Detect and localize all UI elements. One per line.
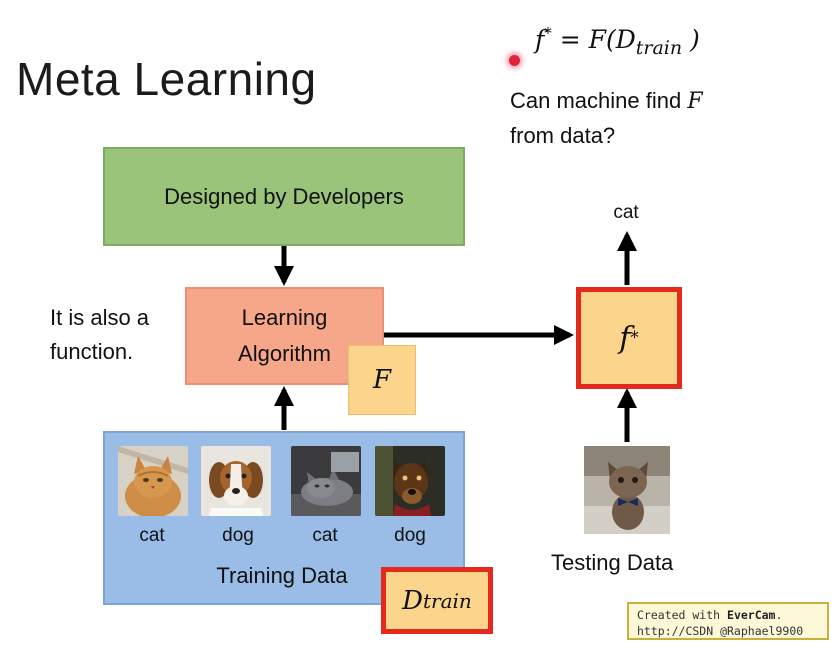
evercam-watermark: Created with EverCam. http://CSDN @Rapha… bbox=[627, 602, 829, 640]
kitten-photo bbox=[584, 446, 670, 534]
learned-function-fstar: f* bbox=[576, 287, 682, 389]
dog-photo bbox=[201, 446, 271, 516]
training-data-title: Training Data bbox=[216, 563, 348, 588]
dog-photo bbox=[375, 446, 445, 516]
training-label: dog bbox=[394, 525, 426, 546]
slide-title: Meta Learning bbox=[16, 53, 317, 105]
training-label: dog bbox=[222, 525, 254, 546]
training-label: cat bbox=[139, 525, 165, 546]
designed-by-developers-box: Designed by Developers bbox=[103, 147, 465, 246]
laser-pointer-dot bbox=[509, 55, 520, 66]
cat-photo bbox=[291, 446, 361, 516]
formula: f* = F(Dtrain ) bbox=[535, 24, 700, 59]
cat-photo bbox=[118, 446, 188, 516]
testing-data-label: Testing Data bbox=[551, 550, 674, 575]
algorithm-variable-F: F bbox=[348, 345, 416, 415]
side-note: It is also a function. bbox=[50, 305, 150, 364]
output-label: cat bbox=[613, 202, 639, 223]
training-label: cat bbox=[312, 525, 338, 546]
question-text: Can machine find F from data? bbox=[510, 88, 703, 148]
